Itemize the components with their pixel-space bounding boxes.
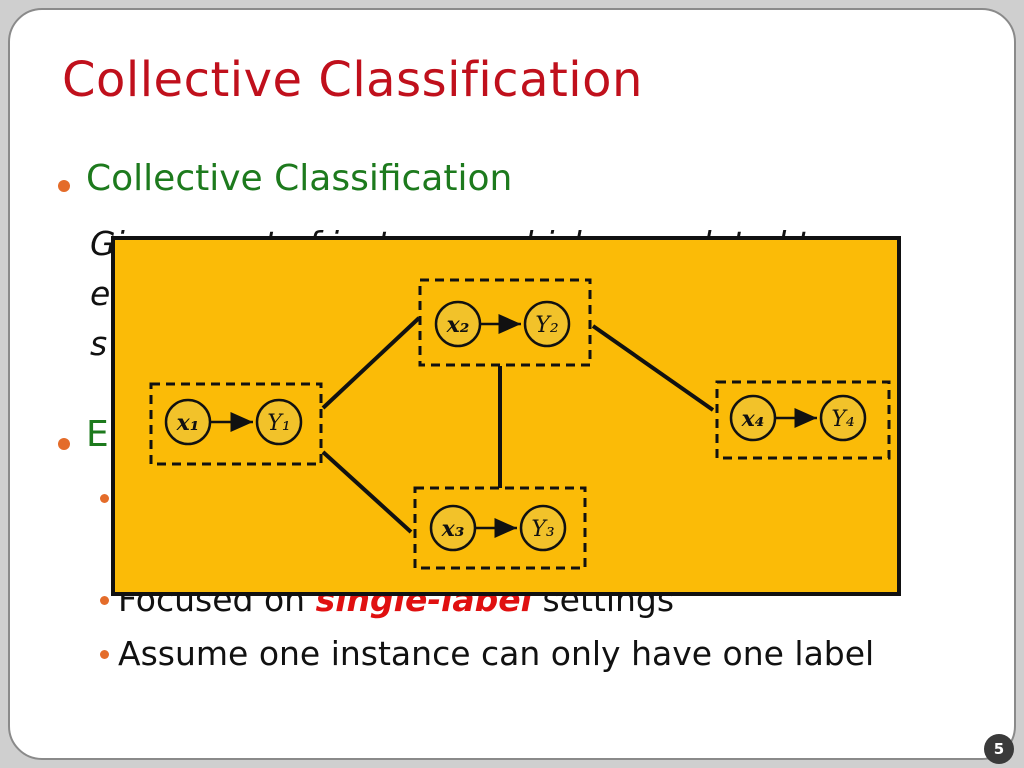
section-heading-collective: Collective Classification [86, 158, 513, 199]
bullet-dot [58, 180, 70, 192]
x3-label: x₃ [441, 516, 465, 542]
sub-item-one-label: Assume one instance can only have one la… [118, 634, 875, 673]
edge-2-4 [591, 324, 715, 412]
x1-label: x₁ [176, 410, 200, 436]
y1-node [255, 398, 303, 446]
body-text-line: e [90, 274, 111, 313]
bullet-dot [58, 438, 70, 450]
node-group-3 [413, 486, 587, 570]
sub-bullet-dot [100, 650, 109, 659]
y3-node [519, 504, 567, 552]
body-text-line: s [90, 324, 108, 363]
graph-diagram: x₁ Y₁ x₂ Y₂ x₃ Y₃ x₄ Y₄ [149, 278, 891, 570]
section-heading-partial: E [86, 414, 109, 455]
y2-label: Y₂ [535, 313, 558, 338]
x4-label: x₄ [741, 406, 765, 432]
edge-1-2 [321, 316, 421, 410]
edge-1-3 [321, 450, 413, 534]
sub-bullet-dot [100, 494, 109, 503]
node-group-4 [715, 380, 891, 460]
y4-label: Y₄ [831, 407, 854, 432]
sub-bullet-dot [100, 596, 109, 605]
y2-node [523, 300, 571, 348]
y1-label: Y₁ [267, 411, 290, 436]
y4-node [819, 394, 867, 442]
y3-label: Y₃ [531, 517, 554, 542]
x2-label: x₂ [446, 312, 470, 338]
slide-title: Collective Classification [62, 52, 643, 108]
node-group-2 [418, 278, 592, 367]
node-group-1 [149, 382, 323, 466]
page-number-badge: 5 [984, 734, 1014, 764]
graph-diagram-overlay: x₁ Y₁ x₂ Y₂ x₃ Y₃ x₄ Y₄ [111, 236, 901, 596]
